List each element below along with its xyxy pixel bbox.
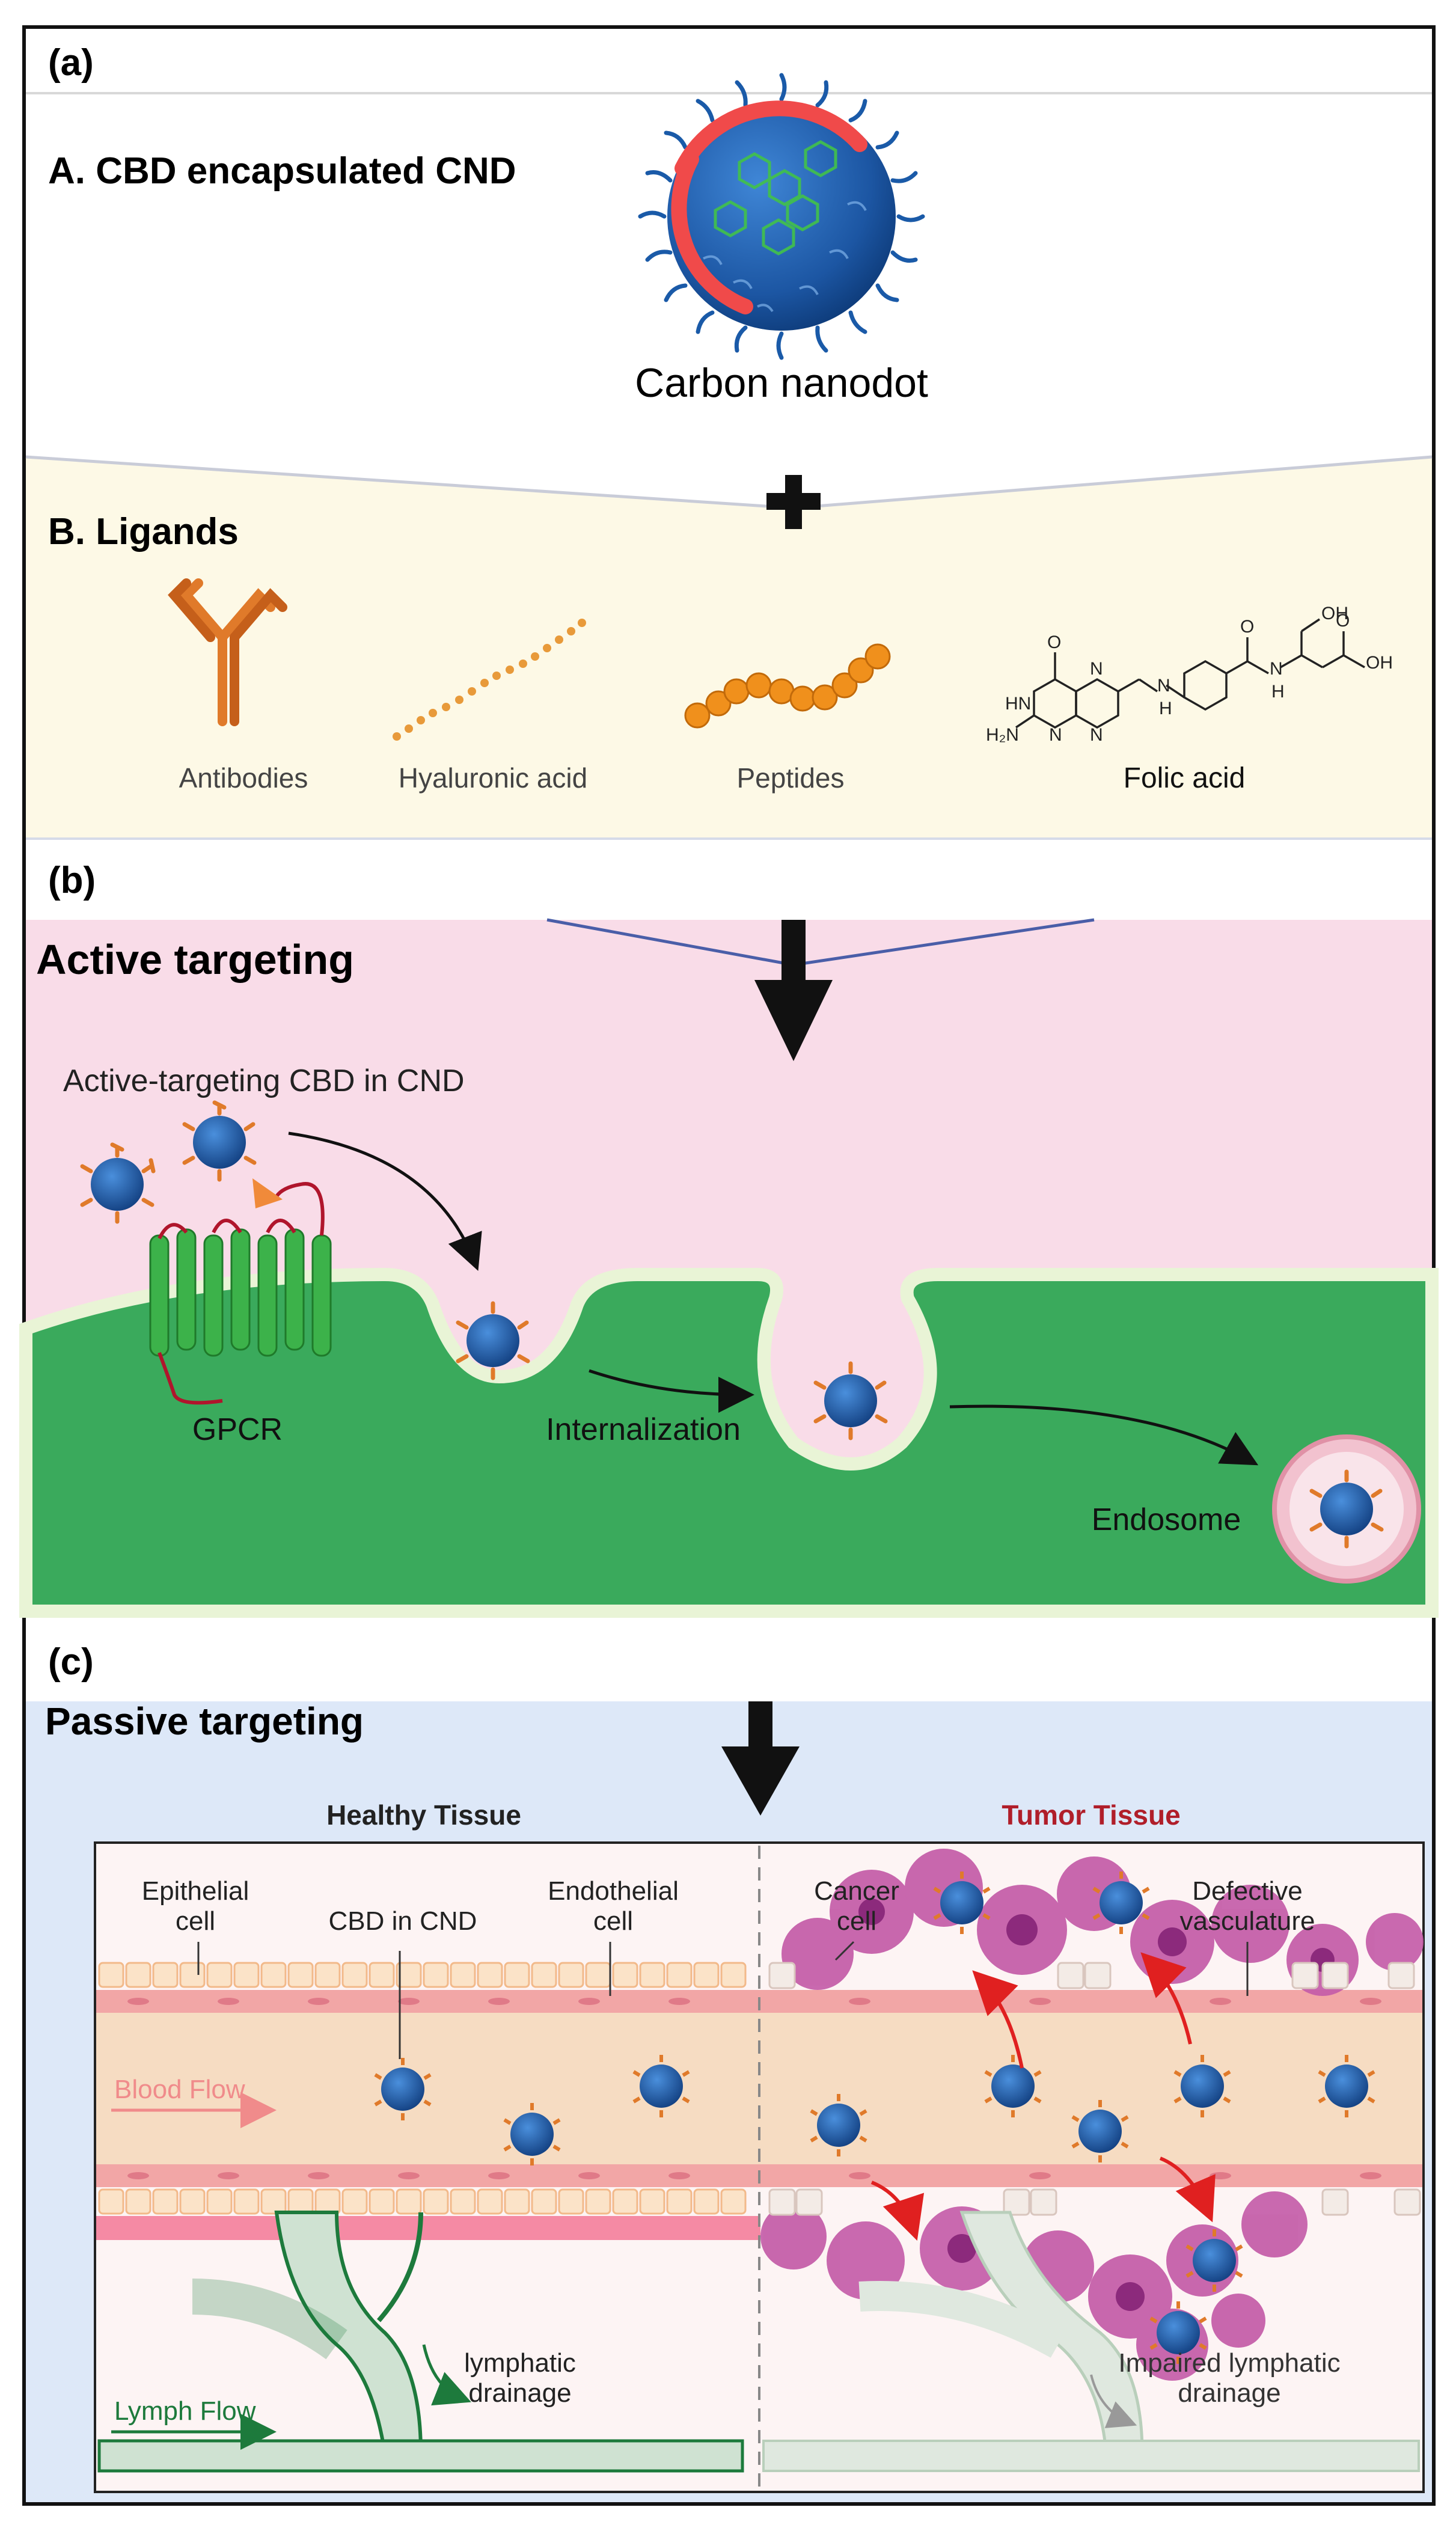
defective-vessel-cells <box>768 1962 1421 2216</box>
ligand-triangle-icon <box>252 1178 283 1208</box>
folic-acid-structure <box>1015 618 1365 729</box>
nanodot-icon <box>984 2055 1042 2117</box>
lymphatic-drainage-line2: drainage <box>468 2378 571 2408</box>
defective-label-line2: vasculature <box>1179 1906 1315 1936</box>
lymph-flow-label: Lymph Flow <box>114 2396 256 2426</box>
endothelial-nuclei <box>127 1998 1381 2179</box>
ligand-label-folic: Folic acid <box>1124 762 1246 794</box>
panel-b: (b) Active targeting Active-targeting CB… <box>19 860 1439 1618</box>
lymphatic-drainage-line1: lymphatic <box>464 2348 576 2378</box>
svg-text:N: N <box>1090 725 1103 745</box>
nanodot-icon <box>933 1872 991 1934</box>
lymph-vessel-healthy <box>97 2211 744 2473</box>
nanodot-icon <box>503 2103 561 2165</box>
cnd-label: Active-targeting CBD in CND <box>63 1064 465 1098</box>
svg-text:O: O <box>1336 611 1350 631</box>
svg-text:N: N <box>1049 725 1062 745</box>
section-a-title: A. CBD encapsulated CND <box>48 150 516 192</box>
nanodot-icon <box>813 1361 888 1440</box>
svg-text:H: H <box>1271 682 1285 702</box>
impaired-drainage-line1: Impaired lymphatic <box>1118 2348 1340 2378</box>
gpcr-receptor-icon <box>149 1178 332 1405</box>
folic-acid-atom-labels: O HN H₂N N N N N H O N H OH OH O <box>986 604 1393 745</box>
epithelial-cells <box>98 1962 747 2215</box>
impaired-drainage-line2: drainage <box>1178 2378 1280 2408</box>
panel-b-label: (b) <box>48 860 96 901</box>
defective-label-line1: Defective <box>1192 1876 1302 1906</box>
nanodot-icon <box>1173 2055 1231 2117</box>
nanodot-icon <box>374 2058 432 2120</box>
tumor-title: Tumor Tissue <box>1002 1799 1180 1831</box>
ligand-label-hyaluronic: Hyaluronic acid <box>399 762 587 794</box>
panel-c: (c) Passive targeting Healthy Tissue Tum… <box>26 1641 1432 2502</box>
section-b-title: B. Ligands <box>48 511 239 552</box>
panel-c-title: Passive targeting <box>45 1700 364 1743</box>
cancer-label-line1: Cancer <box>814 1876 899 1906</box>
svg-text:H: H <box>1159 699 1172 718</box>
ligands-band <box>26 457 1432 839</box>
cell-membrane <box>19 1267 1439 1618</box>
gpcr-label: GPCR <box>192 1412 283 1447</box>
epithelial-label-line1: Epithelial <box>142 1876 249 1906</box>
svg-text:N: N <box>1090 659 1103 679</box>
panel-c-label: (c) <box>48 1641 94 1683</box>
svg-text:N: N <box>1270 659 1283 679</box>
healthy-title: Healthy Tissue <box>326 1799 521 1831</box>
internalization-label: Internalization <box>546 1412 741 1447</box>
nanodot-icon <box>632 2055 690 2117</box>
svg-text:OH: OH <box>1321 604 1348 623</box>
peptides-icon <box>684 643 891 729</box>
panel-b-title: Active targeting <box>36 936 354 983</box>
cbd-label: CBD in CND <box>329 1906 477 1936</box>
down-arrow-icon <box>721 1701 800 1816</box>
antibody-icon <box>168 578 287 726</box>
nanodot-icon <box>1318 2055 1375 2117</box>
ligand-label-peptides: Peptides <box>736 762 844 794</box>
nanodot-icon <box>1092 1872 1150 1934</box>
carbon-nanodot-icon <box>638 73 925 360</box>
cancer-label-line2: cell <box>837 1906 876 1936</box>
svg-text:HN: HN <box>1005 694 1031 714</box>
nanodot-icon <box>80 1142 156 1224</box>
nanodot-icon <box>810 2094 867 2156</box>
nanodot-icon <box>1309 1469 1384 1549</box>
endosome-label: Endosome <box>1092 1502 1241 1537</box>
epithelial-label-line2: cell <box>176 1906 215 1936</box>
hyaluronic-acid-icon <box>393 619 586 741</box>
svg-text:OH: OH <box>1366 653 1393 673</box>
plus-icon <box>766 475 821 529</box>
panel-a-label: (a) <box>48 42 94 84</box>
svg-text:H₂N: H₂N <box>986 725 1019 745</box>
nanodot-icon <box>1149 2301 1207 2364</box>
nanodot-icon <box>182 1100 257 1182</box>
svg-text:O: O <box>1047 632 1061 652</box>
down-arrow-icon <box>754 920 833 1061</box>
endothelial-label-line2: cell <box>593 1906 633 1936</box>
ligand-label-antibodies: Antibodies <box>179 762 308 794</box>
blood-flow-label: Blood Flow <box>114 2075 245 2104</box>
nanodot-icon <box>1071 2100 1129 2162</box>
nanodot-caption: Carbon nanodot <box>635 360 928 406</box>
endothelial-label-line1: Endothelial <box>548 1876 679 1906</box>
panel-a: (a) A. CBD encapsulated CND <box>25 42 1433 840</box>
nanodot-icon <box>1185 2229 1243 2292</box>
svg-text:N: N <box>1157 676 1170 696</box>
svg-text:O: O <box>1240 617 1254 637</box>
healthy-basal-layer <box>96 2216 760 2240</box>
nanodot-icon <box>456 1301 530 1380</box>
